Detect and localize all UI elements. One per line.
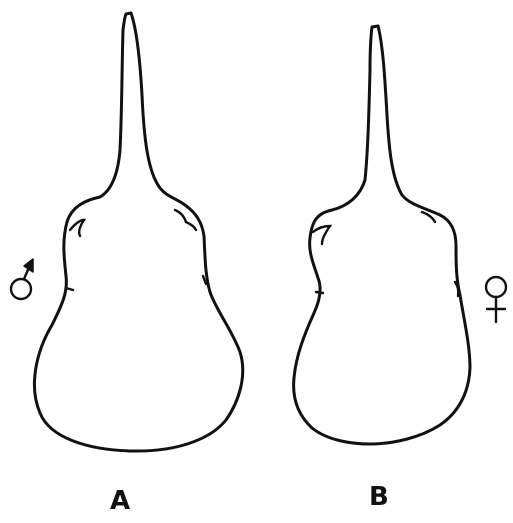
outline-a-left-notch <box>70 220 84 236</box>
outline-b-body <box>294 26 470 444</box>
male-symbol-icon <box>11 259 33 299</box>
outline-b-left-notch <box>313 226 330 244</box>
panel-label-a: A <box>110 488 130 514</box>
outline-a <box>34 13 242 451</box>
female-symbol-icon <box>486 277 506 322</box>
outline-b <box>294 26 470 444</box>
outline-b-left-waist-mark <box>316 292 323 293</box>
outline-a-body <box>34 13 242 451</box>
panel-label-b: B <box>369 484 389 510</box>
